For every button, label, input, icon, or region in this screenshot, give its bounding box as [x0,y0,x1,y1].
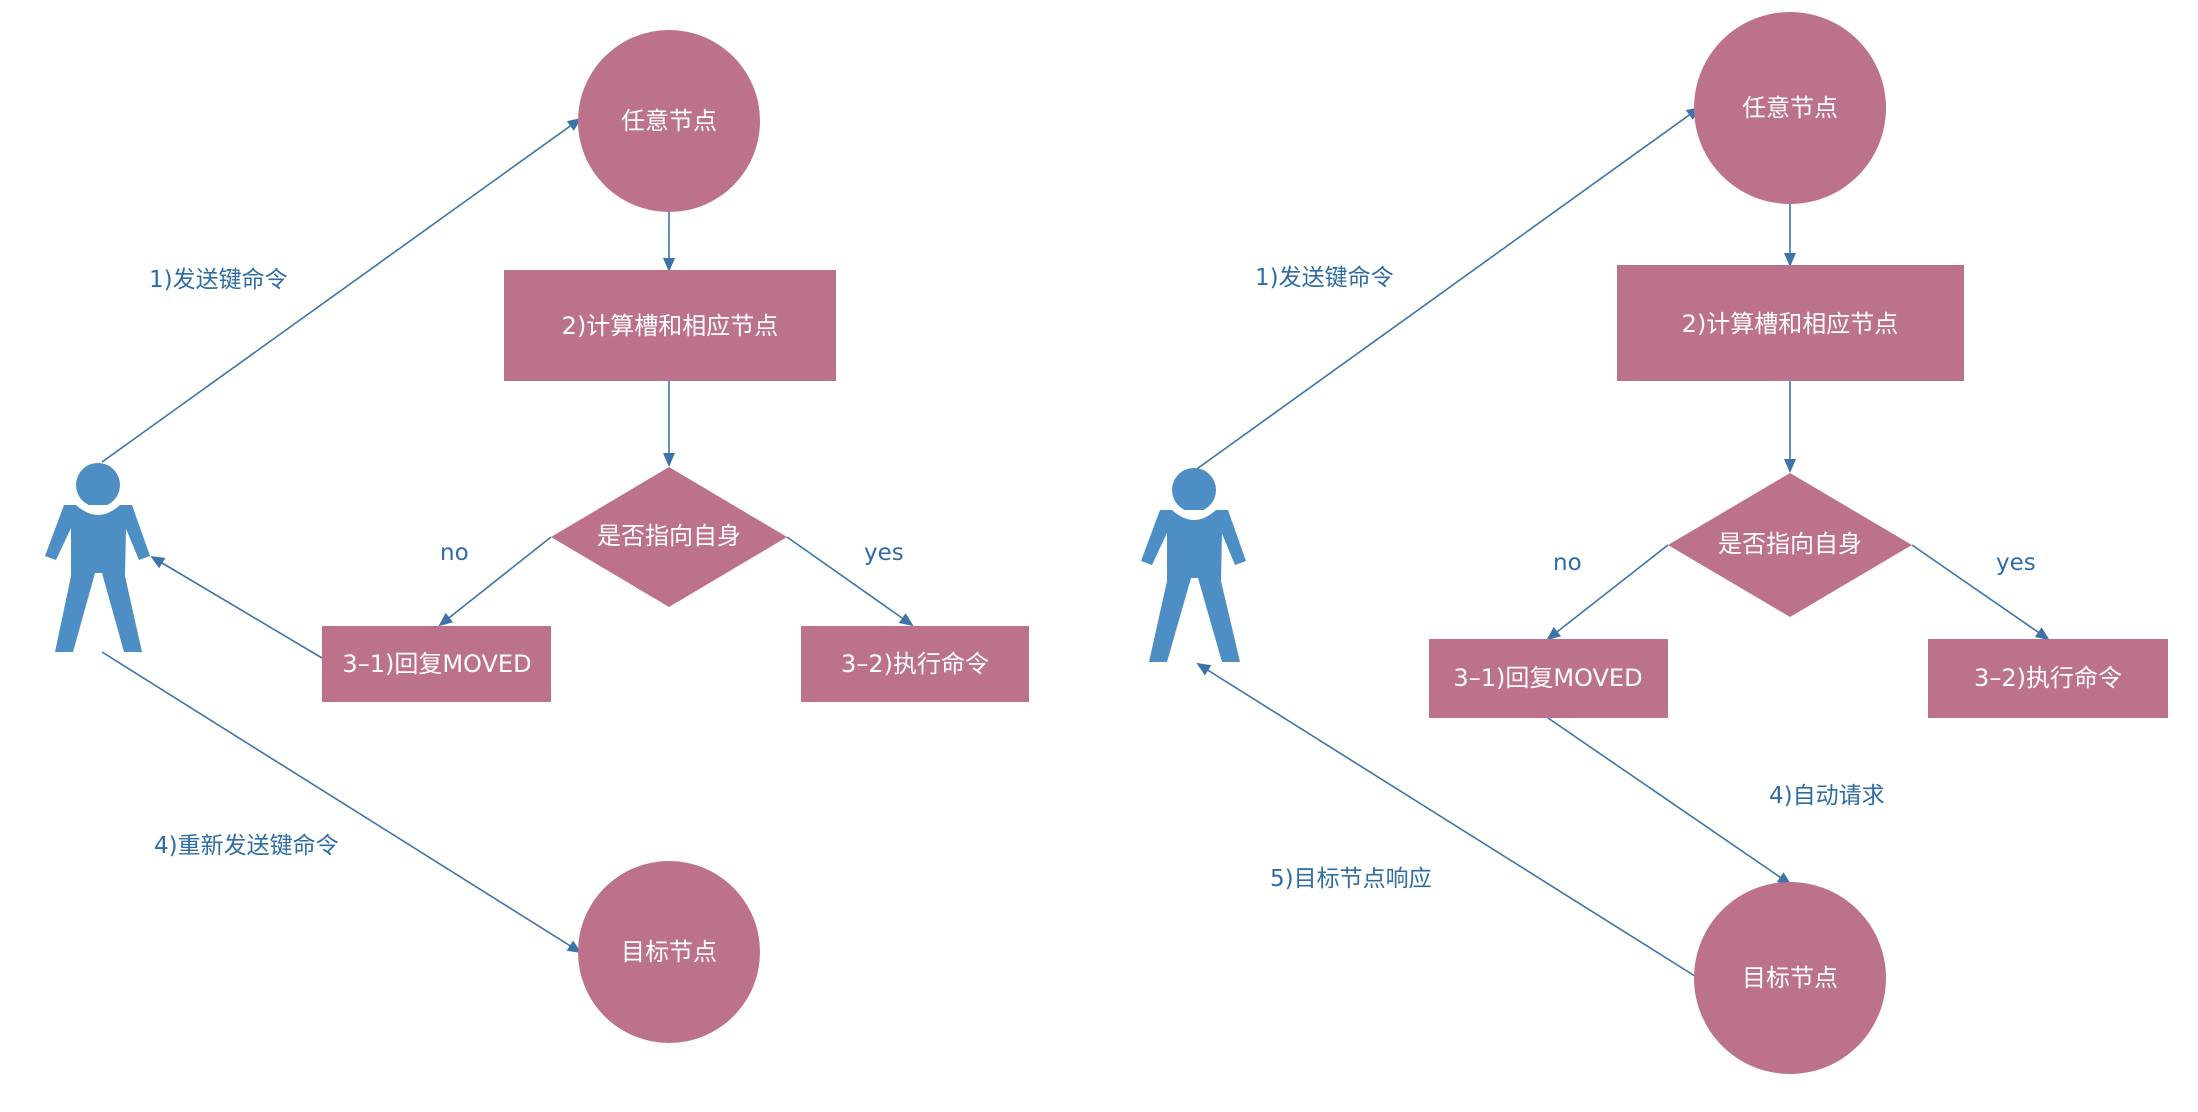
no-label: no [1553,550,1582,576]
edge-send-command [1193,106,1701,472]
edge-send-command [101,117,582,463]
any-node-circle: 任意节点 [578,30,760,212]
target-node-circle: 目标节点 [1694,882,1886,1074]
person-icon [45,463,150,652]
resend-command-label: 4)重新发送键命令 [154,833,339,859]
compute-slot-label: 2)计算槽和相应节点 [1682,310,1899,338]
yes-label: yes [864,540,904,566]
auto-request-label: 4)自动请求 [1769,783,1885,809]
right-diagram: 任意节点 2)计算槽和相应节点 是否指向自身 3–1)回复MOVED 3–2)执… [1141,12,2168,1074]
send-command-label: 1)发送键命令 [1255,265,1394,291]
execute-command-box: 3–2)执行命令 [801,626,1029,702]
decision-diamond: 是否指向自身 [1668,473,1912,617]
compute-slot-label: 2)计算槽和相应节点 [562,312,779,340]
edge-moved-to-client [150,555,323,659]
moved-reply-label: 3–1)回复MOVED [1453,664,1642,692]
send-command-label: 1)发送键命令 [149,267,288,293]
decision-label: 是否指向自身 [597,522,741,550]
edge-decision-yes [1911,544,2050,641]
no-label: no [440,540,469,566]
compute-slot-box: 2)计算槽和相应节点 [504,270,836,381]
edge-target-response [1196,662,1699,979]
any-node-circle: 任意节点 [1694,12,1886,204]
edge-auto-request [1547,717,1792,886]
decision-diamond: 是否指向自身 [551,467,787,607]
decision-label: 是否指向自身 [1718,530,1862,558]
moved-reply-box: 3–1)回复MOVED [322,626,551,702]
edge-resend-command [101,651,582,954]
compute-slot-box: 2)计算槽和相应节点 [1617,265,1964,381]
left-diagram: 任意节点 2)计算槽和相应节点 是否指向自身 3–1)回复MOVED 3–2)执… [45,30,1029,1043]
execute-command-label: 3–2)执行命令 [841,650,989,678]
target-node-circle: 目标节点 [578,861,760,1043]
target-response-label: 5)目标节点响应 [1270,866,1432,892]
moved-reply-box: 3–1)回复MOVED [1429,639,1668,718]
person-icon [1141,468,1246,662]
edge-decision-no [438,536,552,627]
yes-label: yes [1996,550,2036,576]
target-node-label: 目标节点 [621,938,717,966]
target-node-label: 目标节点 [1742,964,1838,992]
edge-decision-yes [786,536,914,627]
execute-command-label: 3–2)执行命令 [1974,664,2122,692]
any-node-label: 任意节点 [1742,94,1838,122]
moved-reply-label: 3–1)回复MOVED [342,650,531,678]
any-node-label: 任意节点 [621,107,717,135]
execute-command-box: 3–2)执行命令 [1928,639,2168,718]
edge-decision-no [1546,544,1669,641]
